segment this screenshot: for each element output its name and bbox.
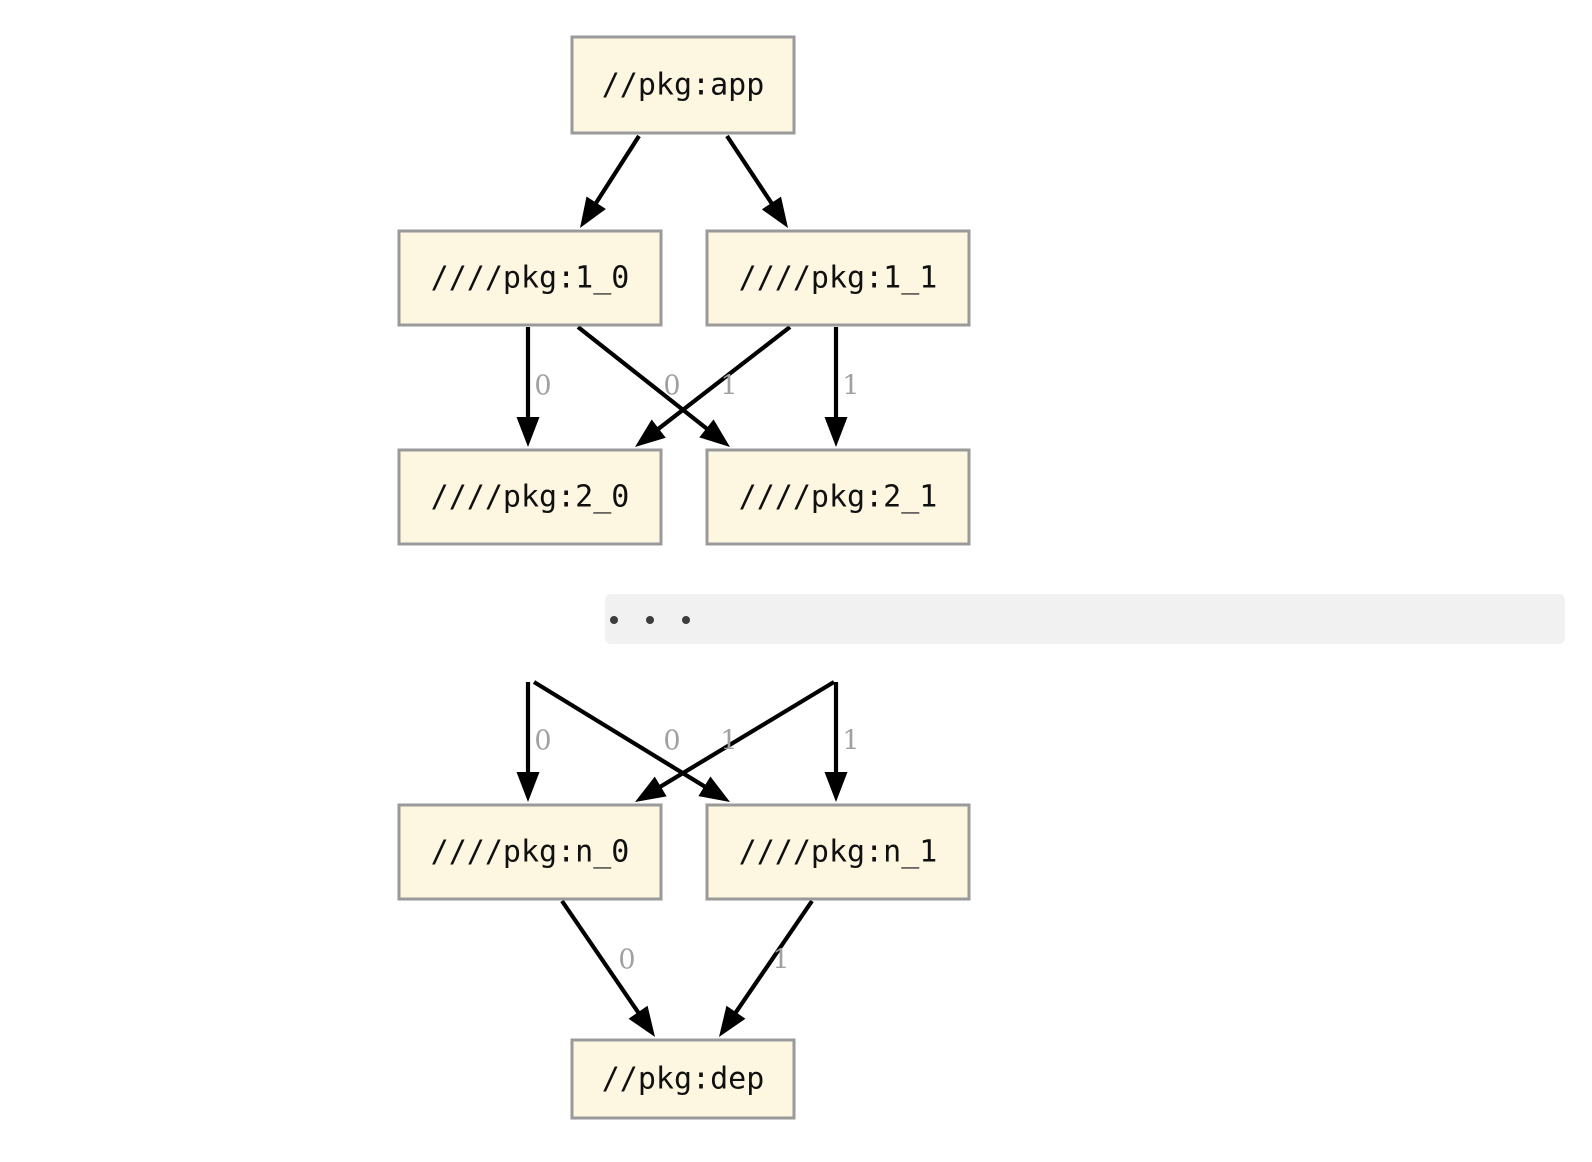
node-layer: //pkg:app ////pkg:1_0 ////pkg:1_1 ////pkg:2… [397, 35, 971, 1120]
edge-t1_0-to-t2_0-0-2 [516, 327, 540, 447]
node-t1_0[interactable]: ////pkg:1_0 [397, 229, 663, 327]
edge-label: 1 [842, 726, 859, 757]
node-box-tn_0[interactable] [397, 803, 663, 901]
edge-label: 1 [720, 371, 737, 402]
ellipsis-dot-2 [682, 616, 690, 624]
edge-app-to-t1_0-0 [580, 134, 641, 228]
edge-label: 0 [534, 726, 551, 757]
node-label-t2_0: ////pkg:2_0 [431, 480, 630, 515]
node-label-app: //pkg:app [602, 68, 765, 103]
node-t2_1[interactable]: ////pkg:2_1 [705, 448, 971, 546]
node-tn_1[interactable]: ////pkg:n_1 [705, 803, 971, 901]
node-box-app[interactable] [570, 35, 796, 135]
node-t1_1[interactable]: ////pkg:1_1 [705, 229, 971, 327]
node-dep[interactable]: //pkg:dep [570, 1038, 796, 1120]
node-label-t1_0: ////pkg:1_0 [431, 261, 630, 296]
ellipsis-dot-1 [646, 616, 654, 624]
node-box-t1_1[interactable] [705, 229, 971, 327]
node-box-tn_1[interactable] [705, 803, 971, 901]
ellipsis-dot-0 [610, 616, 618, 624]
edge-label: 1 [772, 945, 789, 976]
edge-label: 1 [720, 726, 737, 757]
edge-layer: 0 0 1 1 0 0 1 1 0 1 [516, 134, 860, 1037]
edge-label: 0 [663, 371, 680, 402]
node-box-dep[interactable] [570, 1038, 796, 1120]
elided-nodes-band [605, 594, 1565, 644]
edge-label: 1 [842, 371, 859, 402]
edge-app-to-t1_1-1 [725, 134, 788, 228]
node-tn_0[interactable]: ////pkg:n_0 [397, 803, 663, 901]
edge-...-to-tn_1-0-7 [532, 680, 730, 802]
node-label-dep: //pkg:dep [602, 1062, 765, 1097]
node-box-t2_0[interactable] [397, 448, 663, 546]
edge-label: 0 [663, 726, 680, 757]
node-label-t1_1: ////pkg:1_1 [739, 261, 938, 296]
edge-tn_1-to-dep-1-11 [719, 899, 814, 1037]
edge-t1_1-to-t2_0-1-4 [635, 325, 792, 447]
node-app[interactable]: //pkg:app [570, 35, 796, 135]
node-label-t2_1: ////pkg:2_1 [739, 480, 938, 515]
node-label-tn_1: ////pkg:n_1 [739, 835, 938, 870]
elided-section [605, 594, 1565, 644]
edge-t1_0-to-t2_1-0-3 [576, 325, 730, 447]
node-box-t2_1[interactable] [705, 448, 971, 546]
edge-...-to-tn_0-0-6 [516, 682, 540, 802]
node-label-tn_0: ////pkg:n_0 [431, 835, 630, 870]
edge-...-to-tn_1-1-9 [824, 682, 848, 802]
edge-tn_0-to-dep-0-10 [560, 899, 655, 1037]
edge-label: 0 [618, 945, 635, 976]
edge-...-to-tn_0-1-8 [635, 680, 836, 802]
node-box-t1_0[interactable] [397, 229, 663, 327]
node-t2_0[interactable]: ////pkg:2_0 [397, 448, 663, 546]
edge-t1_1-to-t2_1-1-5 [824, 327, 848, 447]
edge-label: 0 [534, 371, 551, 402]
